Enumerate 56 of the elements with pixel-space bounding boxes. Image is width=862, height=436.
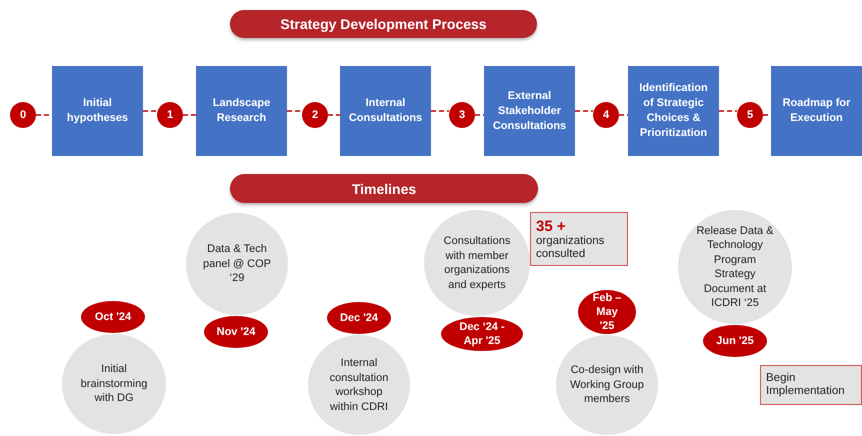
node-text: Release Data & Technology Program Strategy Document at ICDRI ‘25 (695, 224, 775, 310)
step-number-circle (10, 102, 36, 128)
step-number: 5 (746, 109, 754, 121)
process-box (52, 66, 143, 156)
note-box (760, 365, 862, 405)
step-number: 3 (458, 109, 466, 121)
node-text: Co-design with Working Group members (570, 363, 644, 407)
step-number-circle (737, 102, 763, 128)
step-number: 4 (602, 109, 610, 121)
process-box (484, 66, 575, 156)
node-text: Roadmap for Execution (782, 96, 852, 126)
section-banner (230, 10, 537, 38)
date-text: Nov '24 (216, 325, 256, 339)
section-banner (230, 174, 538, 203)
connector-line (475, 114, 484, 116)
step-number-circle (449, 102, 475, 128)
date-text: Jun '25 (716, 334, 754, 348)
connector-line (143, 110, 157, 112)
connector-line (575, 110, 593, 112)
process-box (628, 66, 719, 156)
node-text: Data & Tech panel @ COP ‘29 (202, 242, 272, 286)
date-text: Dec ‘24 -Apr '25 (458, 320, 506, 348)
node-text: Initial hypotheses (66, 96, 130, 126)
step-number-circle (302, 102, 328, 128)
step-number-circle (593, 102, 619, 128)
node-text: organizations consulted (536, 234, 606, 260)
date-text: Feb – May '25 (592, 291, 622, 333)
node-text: External Stakeholder Consultations (492, 88, 568, 134)
connector-line (431, 110, 449, 112)
node-text: Consultations with member organizations and experts (442, 234, 512, 292)
node-text: Internal consultation workshop within CDRI (328, 356, 390, 414)
process-box (196, 66, 287, 156)
process-box (340, 66, 431, 156)
node-text: Initial brainstorming with DG (80, 362, 148, 406)
date-text: Dec '24 (340, 311, 378, 325)
date-text: Oct '24 (94, 310, 132, 324)
step-number: 2 (312, 109, 318, 121)
connector-line (328, 114, 340, 116)
count-text: 35 + (536, 218, 566, 234)
node-text: Begin Implementation (766, 372, 846, 398)
connector-line (719, 110, 737, 112)
connector-line (619, 114, 628, 116)
step-number-circle (157, 102, 183, 128)
node-text: Identification of Strategic Choices & Prioritization (638, 81, 709, 141)
connector-line (763, 114, 771, 116)
connector-line (183, 114, 196, 116)
process-box (771, 66, 862, 156)
step-number: 1 (166, 109, 174, 121)
heading-text: Timelines (352, 180, 416, 196)
node-text: Landscape Research (212, 96, 272, 126)
connector-line (36, 114, 52, 116)
step-number: 0 (20, 109, 26, 121)
heading-text: Strategy Development Process (280, 16, 487, 32)
connector-line (287, 110, 302, 112)
node-text: Internal Consultations (348, 96, 424, 126)
note-box (530, 212, 628, 266)
